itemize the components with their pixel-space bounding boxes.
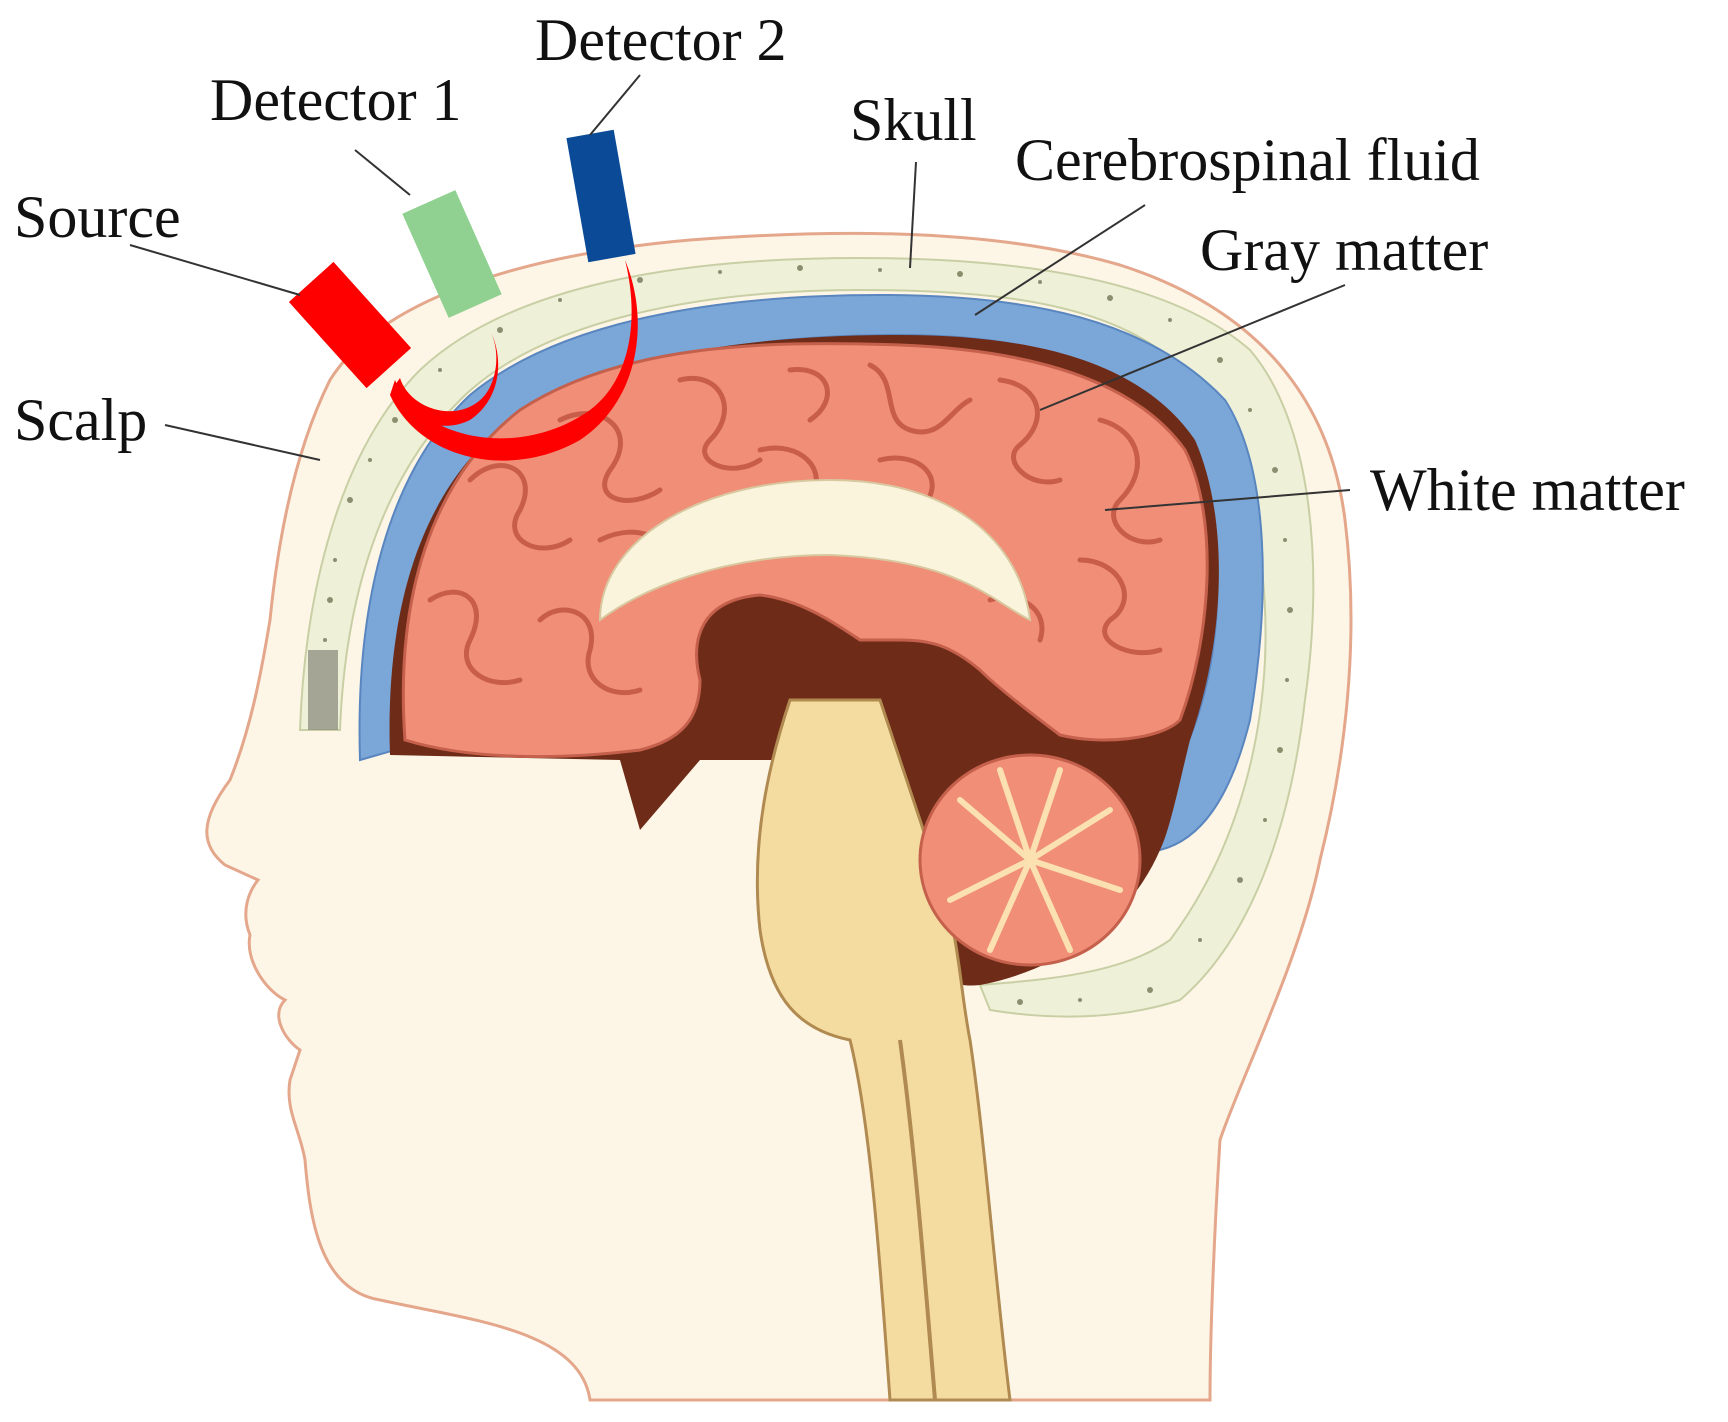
label-gray-matter: Gray matter <box>1200 217 1488 283</box>
cerebellum <box>918 753 1142 967</box>
leader-scalp <box>164 424 321 461</box>
leader-source <box>129 244 301 296</box>
label-detector-2: Detector 2 <box>535 7 787 73</box>
sinus-shading <box>308 650 338 730</box>
leader-skull <box>909 161 917 269</box>
label-detector-1: Detector 1 <box>210 67 462 133</box>
skull-texture <box>323 265 1293 1005</box>
label-csf: Cerebrospinal fluid <box>1015 127 1480 193</box>
leader-detector-2 <box>589 74 641 136</box>
leader-lines <box>129 74 1351 511</box>
detector-2-probe[interactable] <box>566 129 636 263</box>
spinal-canal <box>898 1039 937 1401</box>
skull-layer <box>298 256 1315 1018</box>
corpus-callosum <box>598 478 1032 623</box>
source-probe[interactable] <box>288 261 412 389</box>
detector-1-probe[interactable] <box>402 190 502 318</box>
leader-detector-1 <box>354 149 411 196</box>
label-white-matter: White matter <box>1370 457 1685 523</box>
label-scalp: Scalp <box>14 387 147 453</box>
label-skull: Skull <box>850 87 977 153</box>
leader-gray-matter <box>1039 284 1346 411</box>
label-source: Source <box>14 184 181 250</box>
leader-white-matter <box>1104 489 1351 511</box>
leader-csf <box>974 204 1146 316</box>
